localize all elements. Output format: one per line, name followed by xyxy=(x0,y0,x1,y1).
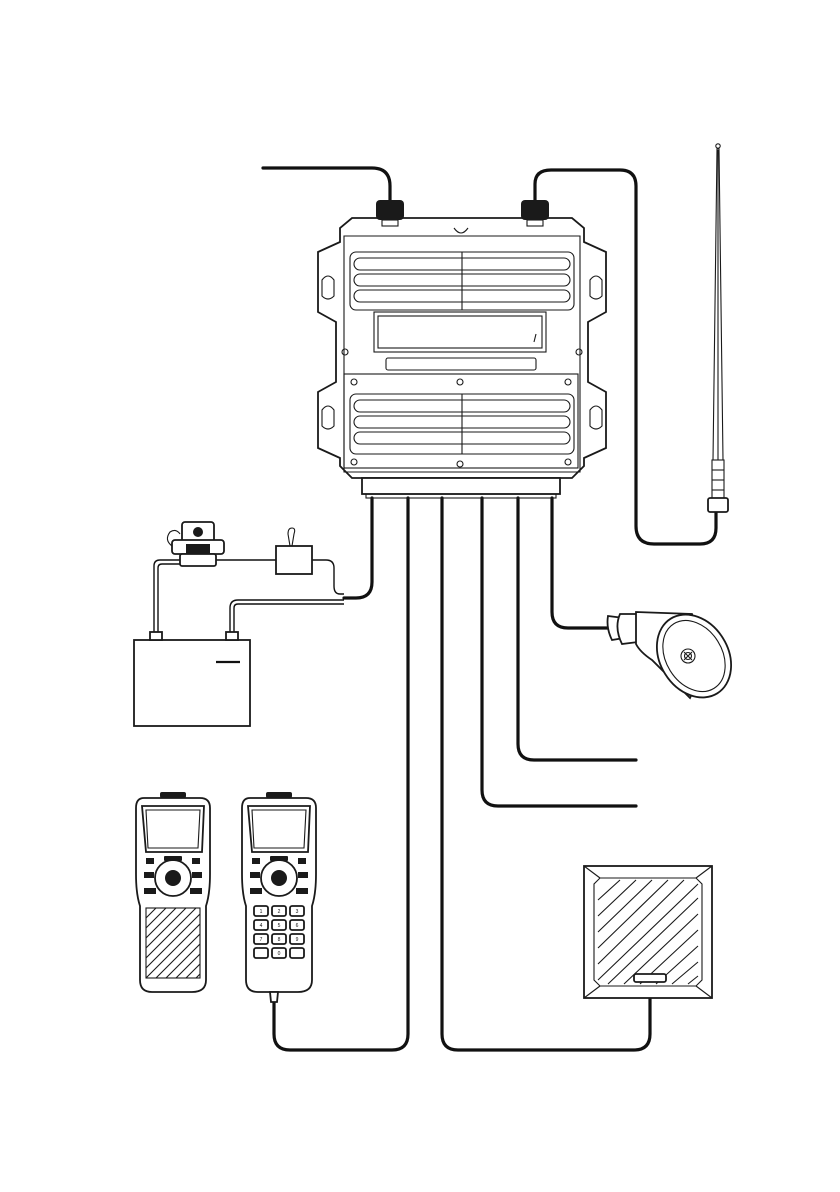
key-func xyxy=(254,948,268,958)
key-enter xyxy=(290,948,304,958)
handset-icon xyxy=(136,792,210,992)
power-cable xyxy=(344,498,372,598)
horn-cable xyxy=(552,498,608,628)
key-8-label: 8 xyxy=(278,937,281,943)
key-6-label: 6 xyxy=(296,923,299,929)
key-2-label: 2 xyxy=(278,909,281,915)
power-lead-positive xyxy=(312,560,344,594)
power-lead-negative xyxy=(230,600,344,632)
battery-icon xyxy=(134,632,250,726)
key-3-label: 3 xyxy=(296,909,299,915)
radio-transceiver-icon xyxy=(318,200,606,498)
key-7-label: 7 xyxy=(260,937,263,943)
key-5-label: 5 xyxy=(278,923,281,929)
key-9-label: 9 xyxy=(296,937,299,943)
horn-speaker-icon xyxy=(608,601,747,712)
key-0-label: 0 xyxy=(278,951,281,957)
gps-antenna-cable xyxy=(263,168,390,200)
switch-icon xyxy=(276,528,312,574)
whip-antenna-icon xyxy=(708,144,728,512)
handset-keypad-icon: 1 2 3 4 5 6 7 8 9 0 xyxy=(242,792,316,1002)
key-1-label: 1 xyxy=(260,909,263,915)
speaker-box-icon xyxy=(584,866,712,998)
key-4-label: 4 xyxy=(260,923,263,929)
